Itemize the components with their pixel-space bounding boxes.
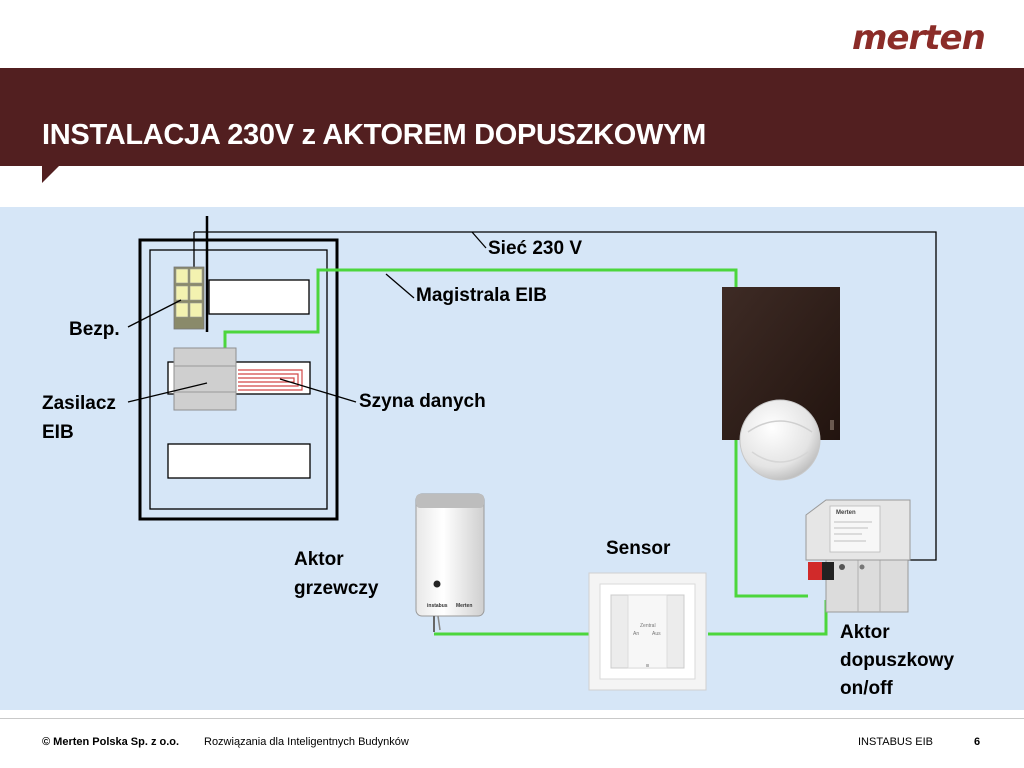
heating-actuator: instabus Merten xyxy=(415,493,485,632)
footer-page-number: 6 xyxy=(974,736,981,748)
label-aktor-dop-2: dopuszkowy xyxy=(840,650,955,671)
flush-actuator-brand: Merten xyxy=(836,510,856,516)
sensor-label-zentral: Zentral xyxy=(640,623,656,629)
sensor-label-an: An xyxy=(633,631,639,637)
label-sensor: Sensor xyxy=(606,538,671,559)
fuse-block xyxy=(173,266,205,330)
label-zasilacz: Zasilacz xyxy=(42,393,116,414)
flush-actuator: Merten xyxy=(805,499,911,613)
label-siec-230v: Sieć 230 V xyxy=(488,238,583,259)
distribution-cabinet xyxy=(138,238,339,521)
heating-actuator-logo: Merten xyxy=(456,603,472,609)
footer-product: INSTABUS EIB xyxy=(858,736,933,748)
footer-divider xyxy=(0,718,1024,719)
label-aktor-grzewczy-2: grzewczy xyxy=(294,578,379,599)
label-aktor-grzewczy-1: Aktor xyxy=(294,549,344,570)
pushbutton-sensor: Zentral An Aus xyxy=(588,572,707,691)
title-band xyxy=(0,68,1024,166)
merten-logo: merten xyxy=(852,18,986,58)
label-bezp: Bezp. xyxy=(69,319,120,340)
sensor-label-aus: Aus xyxy=(652,631,661,637)
footer-tagline: Rozwiązania dla Inteligentnych Budynków xyxy=(204,736,409,748)
title-tab xyxy=(42,166,59,183)
label-szyna-danych: Szyna danych xyxy=(359,391,486,412)
mains-wiring xyxy=(193,216,937,561)
label-zasilacz-eib: EIB xyxy=(42,422,74,443)
power-supply-eib xyxy=(173,347,237,411)
label-magistrala-eib: Magistrala EIB xyxy=(416,285,547,306)
heating-actuator-brand: instabus xyxy=(427,603,448,609)
label-aktor-dop-1: Aktor xyxy=(840,622,890,643)
label-aktor-dop-3: on/off xyxy=(840,678,893,699)
leader-lines xyxy=(127,231,487,403)
page-title: INSTALACJA 230V z AKTOREM DOPUSZKOWYM xyxy=(42,119,707,151)
motion-sensor-panel xyxy=(722,287,840,481)
footer-company: © Merten Polska Sp. z o.o. xyxy=(42,736,180,748)
data-rail xyxy=(238,369,303,391)
